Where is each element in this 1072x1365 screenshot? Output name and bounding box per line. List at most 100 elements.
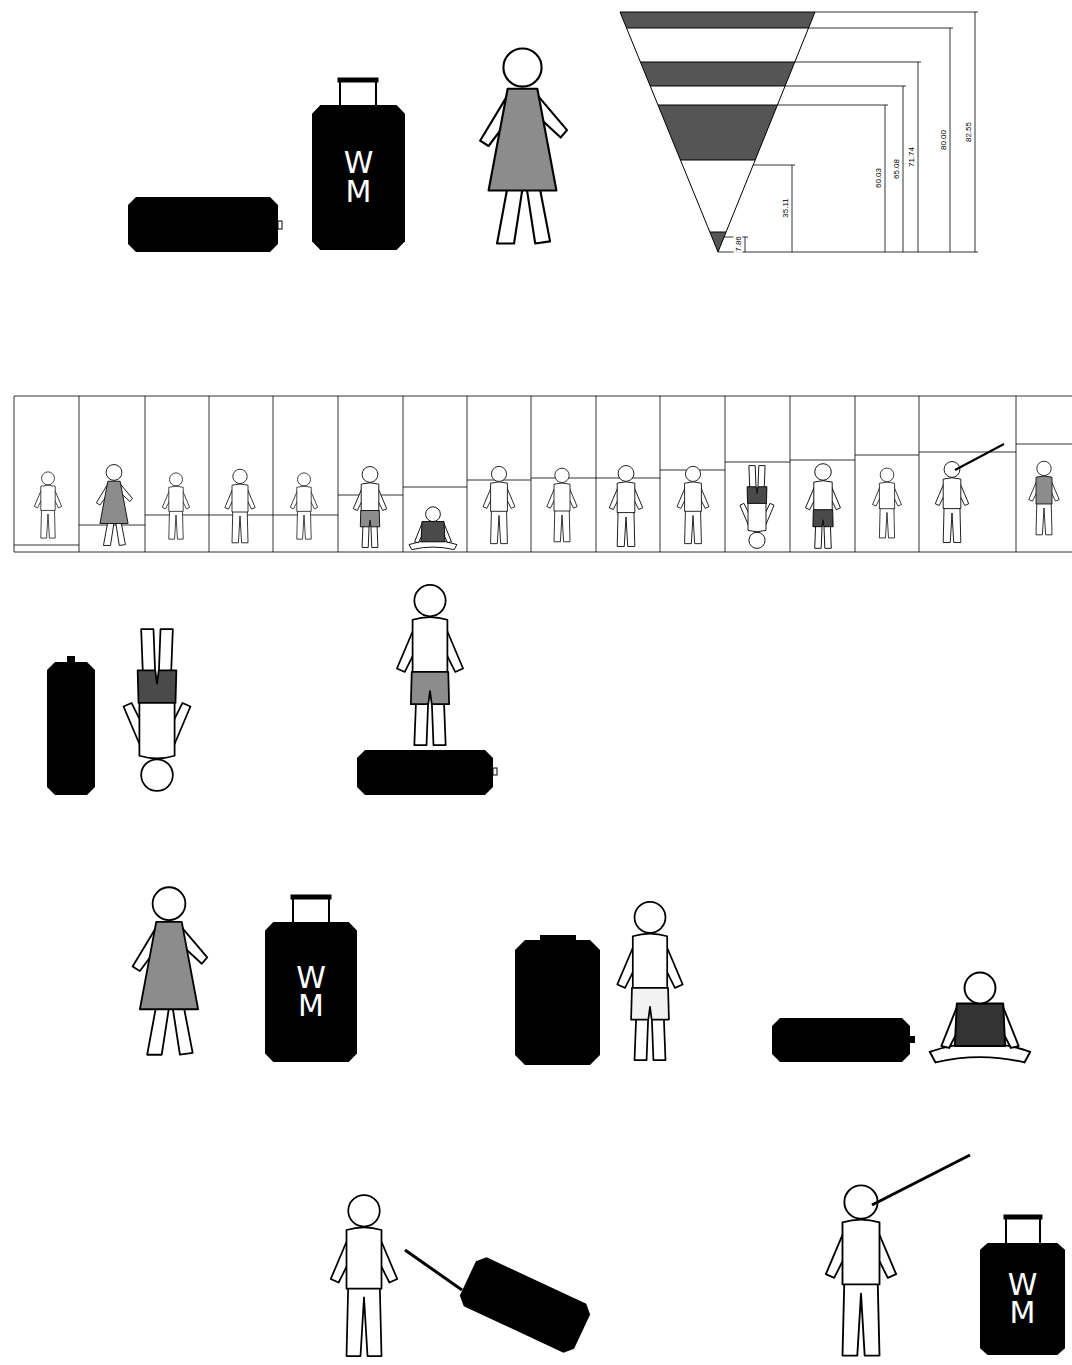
drawing-part [795,62,921,63]
drawing-part [600,105,830,160]
drawing-part [790,460,855,461]
drawing-part [930,973,1031,1063]
drawing-part [826,1185,896,1355]
drawing-part [1004,1215,1042,1219]
drawing-part [357,750,493,795]
drawing-part [600,28,830,232]
drawing-part [353,467,386,548]
drawing-part [855,396,856,552]
drawing-part [96,465,132,546]
drawing-part [806,464,841,549]
drawing-part [677,466,709,543]
drawing-part [34,472,61,538]
drawing-part [1029,461,1059,535]
drawing-part [873,468,902,538]
drawing-part [547,468,577,542]
dimension-label: 60.03 [874,167,883,189]
suitcase-flat [128,197,282,252]
drawing-part [792,165,793,252]
pose-figures [34,444,1059,550]
drawing-part [1039,1217,1041,1243]
drawing-part [338,396,339,552]
drawing-part [772,1018,910,1062]
drawing-part [14,396,1072,397]
suitcase-box: W M [312,105,405,250]
drawing-part [124,629,191,791]
drawing-part [785,86,906,87]
dimension-label: 7.86 [734,235,743,253]
drawing-part [855,455,919,456]
drawing-part [609,466,642,547]
suitcase-handle [1004,1215,1042,1243]
drawing-part [815,12,978,13]
suitcase-handle [338,78,378,105]
logo-text: W M [342,149,375,206]
drawing-part [467,396,468,552]
dimension-label: 80.00 [939,129,948,151]
drawing-part [950,28,951,252]
cone-chart [600,12,978,254]
drawing-part [47,662,95,795]
drawing-part [918,62,919,252]
suitcase-handle [291,895,331,922]
suitcase-flat [357,750,497,795]
drawing-part [292,897,294,922]
drawing-part [397,585,463,745]
drawing-part [14,552,1072,553]
drawing-part [278,221,282,229]
drawing-part [14,396,15,552]
drawing-part [225,469,255,543]
drawing-part [1016,396,1017,552]
drawing-part [617,902,682,1060]
drawing-part [403,396,404,552]
drawing-part [600,160,830,161]
drawing-part [339,80,341,105]
drawing-part [456,1254,593,1356]
drawing-part [955,444,1004,470]
dimension-label: 65.08 [892,158,901,180]
drawing-part [145,396,146,552]
drawing-part [600,232,830,233]
drawing-part [515,940,600,1065]
drawing-part [745,237,746,252]
drawing-part [409,507,457,550]
drawing-part [718,252,978,253]
drawing-part [903,86,904,252]
drawing-part [718,12,978,252]
suitcase-tilted [456,1254,593,1356]
suitcase-handle [405,1250,462,1290]
drawing-part [620,12,815,252]
drawing-part [740,466,774,549]
drawing-part [600,28,830,29]
logo-text: W M [295,964,328,1021]
drawing-part [919,396,920,552]
logo-text: W M [1006,1271,1039,1328]
suitcase-upright [47,656,95,795]
dimension-label: 35.11 [781,197,790,218]
suitcase-shape [980,1243,1065,1355]
drawing-part [375,80,377,105]
drawing-part [403,487,467,488]
drawing-part [493,768,497,775]
drawing-part [331,1195,398,1356]
drawing-part [531,396,532,552]
drawing-part [338,78,378,82]
drawing-part [919,452,1016,453]
drawing-part [935,462,968,543]
drawing-part [975,12,976,252]
drawing-part [753,165,795,166]
drawing-part [14,545,79,546]
drawing-part [600,12,830,28]
suitcase-box: W M [265,922,357,1062]
drawing-part [596,396,597,552]
suitcase-upright [515,935,600,1065]
suitcase-flat [772,1018,915,1062]
drawing-part [128,197,278,252]
pose-strip [14,396,1072,552]
drawing-part [291,895,331,899]
drawing-part [162,473,189,539]
drawing-part [790,396,791,552]
drawing-part [600,12,830,254]
drawing-part [133,887,208,1054]
